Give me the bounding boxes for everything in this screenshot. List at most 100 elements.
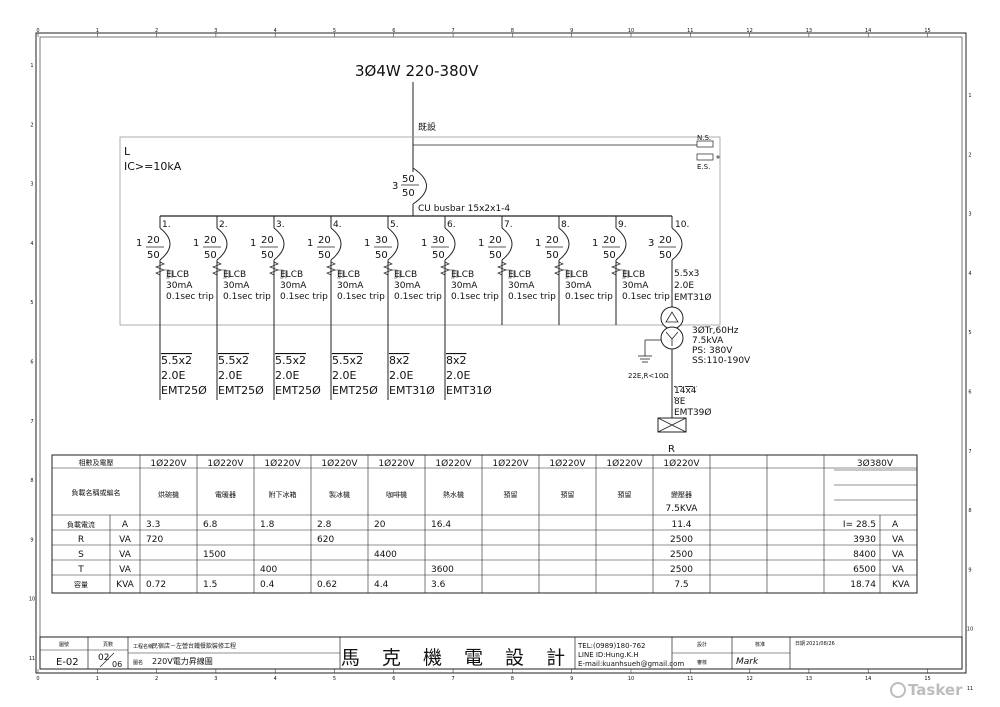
- ground-wire: 2.0E: [446, 369, 470, 382]
- elcb-label: ELCB: [508, 270, 531, 280]
- grid-rulers: 0011223344556677889910101111121213131414…: [29, 28, 973, 692]
- breaker-poles: 1: [478, 238, 484, 249]
- elcb-trip-time: 0.1sec trip: [451, 292, 499, 302]
- ruler-left-mark: 8: [30, 478, 33, 484]
- table-load-name: 製冰機: [329, 490, 350, 499]
- elcb-trip-time: 0.1sec trip: [565, 292, 613, 302]
- table-row-unit: A: [122, 520, 129, 530]
- transformer-spec: 7.5kVA: [692, 336, 724, 346]
- elcb-trip-time: 0.1sec trip: [166, 292, 214, 302]
- table-load-name: 熱水機: [443, 490, 464, 499]
- ruler-right-mark: 2: [968, 152, 971, 158]
- ruler-left-mark: 4: [30, 241, 33, 247]
- ruler-bottom-mark: 15: [924, 676, 930, 682]
- date: 2021/08/26: [806, 641, 835, 647]
- main-breaker: 3 50 50: [392, 167, 427, 216]
- ruler-bottom-mark: 11: [687, 676, 693, 682]
- elcb-label: ELCB: [223, 270, 246, 280]
- elcb-sensitivity: 30mA: [622, 281, 649, 291]
- company-name: 馬 克 機 電 設 計: [341, 647, 573, 669]
- table-row-label: 容量: [74, 580, 88, 589]
- elcb-label: ELCB: [394, 270, 417, 280]
- breaker-frame-rating: 50: [432, 250, 445, 261]
- table-cell: 1500: [203, 550, 226, 560]
- ruler-bottom-mark: 5: [333, 676, 336, 682]
- watermark: Tasker: [908, 681, 963, 699]
- table-load-name: 預留: [561, 490, 575, 499]
- conduit: EMT31Ø: [446, 384, 492, 397]
- ground-wire: 2.0E: [161, 369, 185, 382]
- svg-text:50: 50: [402, 188, 415, 199]
- table-cell: 0.72: [146, 580, 166, 590]
- table-cell: 4400: [374, 550, 397, 560]
- table-voltage: 1Ø220V: [492, 458, 529, 469]
- ruler-top-mark: 9: [570, 28, 573, 34]
- ruler-top-mark: 6: [392, 28, 395, 34]
- table-cell: 0.62: [317, 580, 337, 590]
- company-line: LINE ID:Hung.K.H: [578, 651, 639, 659]
- breaker-frame-rating: 50: [318, 250, 331, 261]
- breaker-poles: 1: [592, 238, 598, 249]
- table-cell: 720: [146, 535, 163, 545]
- table-load-name: 預留: [504, 490, 518, 499]
- table-cell: 620: [317, 535, 334, 545]
- breaker-poles: 1: [364, 238, 370, 249]
- table-cell: 6.8: [203, 520, 218, 530]
- ruler-left-mark: 2: [30, 122, 33, 128]
- elcb-trip-time: 0.1sec trip: [223, 292, 271, 302]
- designer-label: 設計: [697, 641, 707, 648]
- ruler-bottom-mark: 8: [511, 676, 514, 682]
- panel-name: L: [124, 145, 131, 158]
- sheet-label: 頁數: [103, 641, 113, 648]
- ruler-left-mark: 9: [30, 537, 33, 543]
- elcb-label: ELCB: [451, 270, 474, 280]
- conduit: EMT25Ø: [218, 384, 264, 397]
- breaker-trip-rating: 20: [261, 235, 274, 246]
- breaker-trip-rating: 30: [432, 235, 445, 246]
- table-row-label: S: [78, 550, 84, 560]
- ruler-left-mark: 3: [30, 182, 33, 188]
- ruler-bottom-mark: 9: [570, 676, 573, 682]
- branch-id: 6.: [447, 220, 456, 230]
- ground-wire: 2.0E: [218, 369, 242, 382]
- ruler-top-mark: 7: [452, 28, 455, 34]
- ruler-left-mark: 6: [30, 360, 33, 366]
- branch-id: 4.: [333, 220, 342, 230]
- title-label: 圖名: [133, 659, 143, 666]
- ruler-bottom-mark: 4: [274, 676, 277, 682]
- breaker-trip-rating: 20: [147, 235, 160, 246]
- elcb-sensitivity: 30mA: [223, 281, 250, 291]
- cable-size: 5.5x2: [275, 354, 306, 367]
- breaker-frame-rating: 50: [375, 250, 388, 261]
- elcb-sensitivity: 30mA: [508, 281, 535, 291]
- breaker-frame-rating: 50: [147, 250, 160, 261]
- project-label: 工程名稱: [133, 643, 153, 650]
- ruler-right-mark: 6: [968, 390, 971, 396]
- elcb-trip-time: 0.1sec trip: [280, 292, 328, 302]
- supply-label: 3Ø4W 220-380V: [355, 62, 479, 80]
- table-row-unit: VA: [119, 535, 132, 545]
- ruler-top-mark: 0: [36, 28, 39, 34]
- ruler-left-mark: 5: [30, 300, 33, 306]
- ground-resistance: 22E,R<10Ω: [628, 372, 669, 380]
- neutral-bar: [696, 140, 714, 148]
- ruler-bottom-mark: 2: [155, 676, 158, 682]
- ruler-top-mark: 15: [924, 28, 930, 34]
- ruler-bottom-mark: 6: [392, 676, 395, 682]
- ruler-bottom-mark: 3: [214, 676, 217, 682]
- table-total-unit: A: [892, 520, 899, 530]
- ruler-top-mark: 13: [806, 28, 812, 34]
- table-cell: 1.5: [203, 580, 217, 590]
- table-row-unit: VA: [119, 550, 132, 560]
- table-voltage: 1Ø220V: [378, 458, 415, 469]
- ruler-bottom-mark: 13: [806, 676, 812, 682]
- breaker-poles: 1: [193, 238, 199, 249]
- breaker-frame-rating: 50: [261, 250, 274, 261]
- branch-id: 10.: [675, 220, 689, 230]
- elcb-sensitivity: 30mA: [394, 281, 421, 291]
